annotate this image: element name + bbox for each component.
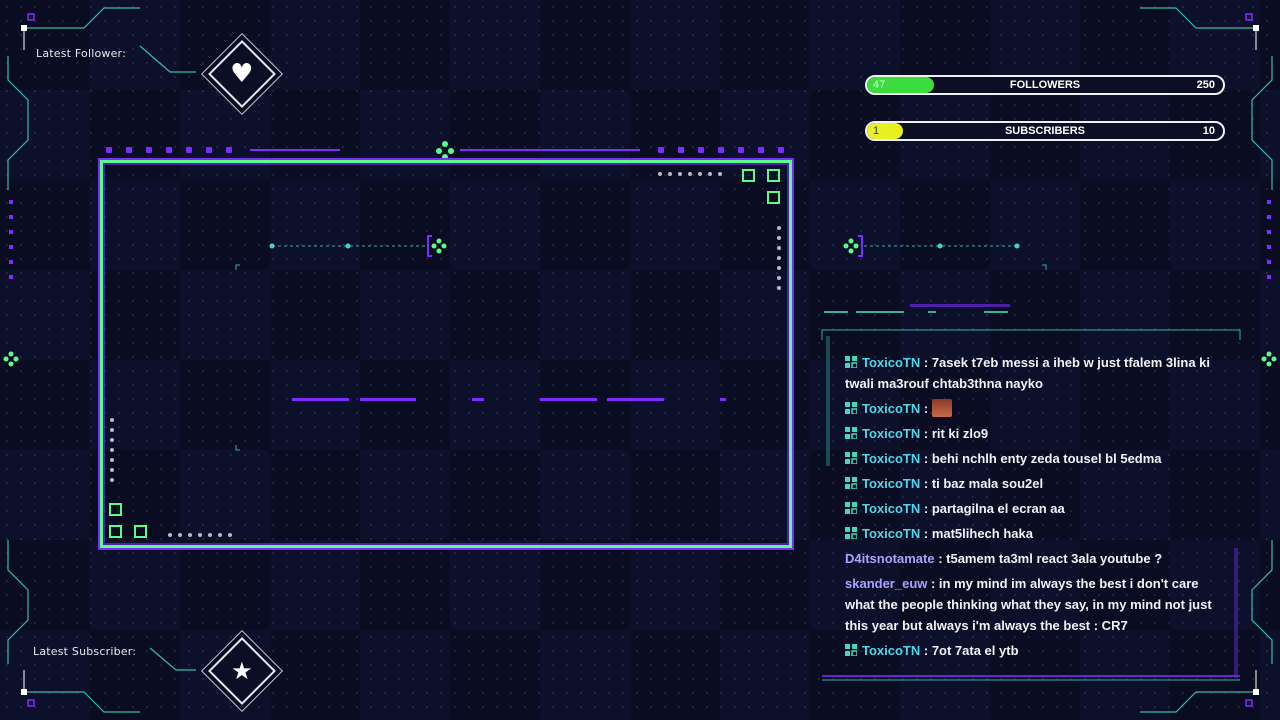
star-icon: ★ <box>231 656 253 685</box>
chat-text: : 7asek t7eb messi a iheb w just tfalem … <box>845 355 1210 391</box>
chat-text: : 7ot 7ata el ytb <box>920 643 1019 658</box>
chat-username[interactable]: ToxicoTN <box>862 355 921 370</box>
chat-username[interactable]: ToxicoTN <box>862 526 921 541</box>
screen-capture-frame <box>100 160 792 548</box>
chat-text: : t5amem ta3ml react 3ala youtube ? <box>934 551 1163 566</box>
followers-goal-fill <box>867 77 934 93</box>
chat-username[interactable]: D4itsnotamate <box>845 551 935 566</box>
chat-text: : behi nchlh enty zeda tousel bl 5edma <box>920 451 1162 466</box>
chat-message: skander_euw : in my mind im always the b… <box>845 573 1225 636</box>
subscribers-goal-fill <box>867 123 903 139</box>
chat-box: ToxicoTN : 7asek t7eb messi a iheb w jus… <box>845 352 1225 665</box>
chat-message: ToxicoTN : partagilna el ecran aa <box>845 498 1225 519</box>
chat-username[interactable]: ToxicoTN <box>862 401 921 416</box>
subscribers-goal-current: 1 <box>873 125 880 137</box>
latest-subscriber-label: Latest Subscriber: <box>33 645 137 658</box>
chat-text: : rit ki zlo9 <box>920 426 989 441</box>
chat-message: ToxicoTN : <box>845 398 1225 419</box>
subscribers-goal-max: 10 <box>1202 125 1215 137</box>
chat-text: : <box>920 401 929 416</box>
chat-message: ToxicoTN : ti baz mala sou2el <box>845 473 1225 494</box>
chat-text: : ti baz mala sou2el <box>920 476 1044 491</box>
moderator-badge-icon <box>845 356 857 368</box>
chat-username[interactable]: skander_euw <box>845 576 928 591</box>
latest-follower-label: Latest Follower: <box>36 47 126 60</box>
heart-icon: ♥ <box>230 59 254 89</box>
chat-message: ToxicoTN : rit ki zlo9 <box>845 423 1225 444</box>
chat-username[interactable]: ToxicoTN <box>862 426 921 441</box>
subscribers-goal-label: SUBSCRIBERS <box>1004 125 1086 137</box>
chat-message: ToxicoTN : 7ot 7ata el ytb <box>845 640 1225 661</box>
chat-message: ToxicoTN : 7asek t7eb messi a iheb w jus… <box>845 352 1225 394</box>
followers-goal-current: 47 <box>873 79 886 91</box>
moderator-badge-icon <box>845 502 857 514</box>
moderator-badge-icon <box>845 402 857 414</box>
moderator-badge-icon <box>845 644 857 656</box>
chat-username[interactable]: ToxicoTN <box>862 643 921 658</box>
chat-message: ToxicoTN : mat5lihech haka <box>845 523 1225 544</box>
chat-emote-icon <box>931 399 952 417</box>
moderator-badge-icon <box>845 427 857 439</box>
followers-goal-max: 250 <box>1196 79 1215 91</box>
chat-username[interactable]: ToxicoTN <box>862 451 921 466</box>
followers-goal-label: FOLLOWERS <box>1009 79 1081 91</box>
moderator-badge-icon <box>845 452 857 464</box>
chat-username[interactable]: ToxicoTN <box>862 476 921 491</box>
chat-text: : partagilna el ecran aa <box>920 501 1065 516</box>
chat-message: ToxicoTN : behi nchlh enty zeda tousel b… <box>845 448 1225 469</box>
chat-text: : in my mind im always the best i don't … <box>845 576 1212 633</box>
chat-message: D4itsnotamate : t5amem ta3ml react 3ala … <box>845 548 1225 569</box>
followers-goal-bar: 47 FOLLOWERS 250 <box>865 75 1225 95</box>
subscribers-goal-bar: 1 SUBSCRIBERS 10 <box>865 121 1225 141</box>
moderator-badge-icon <box>845 477 857 489</box>
chat-username[interactable]: ToxicoTN <box>862 501 921 516</box>
moderator-badge-icon <box>845 527 857 539</box>
chat-text: : mat5lihech haka <box>920 526 1033 541</box>
